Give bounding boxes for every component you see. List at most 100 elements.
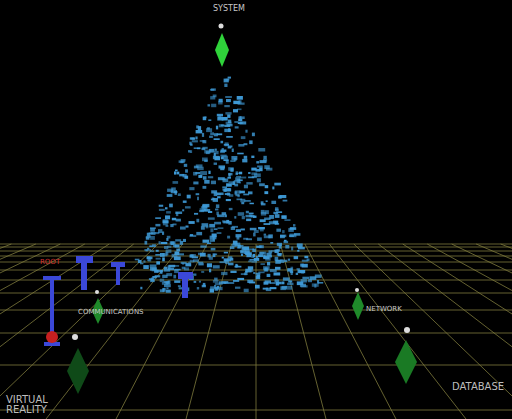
- data-point: [147, 257, 153, 260]
- data-point: [211, 88, 216, 90]
- pin-stem: [116, 267, 120, 285]
- data-point: [246, 219, 251, 222]
- red-ball: [46, 331, 58, 343]
- data-point: [264, 268, 269, 271]
- pin-head: [43, 276, 61, 280]
- data-point: [180, 227, 186, 230]
- grid-line: [46, 244, 183, 419]
- data-point: [202, 204, 209, 207]
- data-point: [228, 128, 230, 132]
- data-point: [190, 254, 196, 257]
- data-point: [266, 288, 271, 291]
- data-point: [209, 269, 211, 273]
- data-point: [225, 96, 232, 98]
- data-point: [251, 254, 254, 258]
- data-point: [282, 230, 285, 233]
- data-point: [232, 149, 234, 153]
- data-point: [288, 259, 290, 261]
- data-point: [238, 144, 244, 147]
- data-point: [229, 181, 235, 183]
- data-point: [173, 224, 177, 226]
- data-point: [264, 191, 268, 194]
- data-point: [241, 229, 245, 231]
- data-point: [222, 179, 227, 181]
- data-point: [294, 233, 300, 236]
- data-point: [209, 224, 215, 228]
- data-point: [275, 207, 278, 210]
- data-point: [284, 241, 289, 243]
- data-point: [216, 126, 218, 130]
- data-point: [277, 253, 283, 255]
- pin-stem: [81, 263, 87, 290]
- data-point: [234, 158, 237, 161]
- data-point: [206, 151, 210, 154]
- data-point: [203, 117, 207, 121]
- data-point: [276, 260, 283, 262]
- data-point: [185, 206, 191, 208]
- data-point: [238, 116, 244, 119]
- data-point: [288, 228, 294, 232]
- data-point: [230, 271, 236, 273]
- data-point: [257, 237, 262, 241]
- scene-label: SYSTEM: [213, 5, 245, 13]
- data-point: [196, 232, 202, 235]
- data-point: [203, 186, 207, 189]
- data-point: [224, 79, 229, 83]
- data-point: [208, 217, 215, 219]
- data-point: [184, 164, 187, 167]
- data-point: [219, 165, 226, 168]
- data-point: [184, 176, 188, 179]
- data-point: [234, 184, 238, 187]
- data-point: [234, 180, 240, 183]
- data-point: [214, 278, 218, 281]
- data-point: [226, 160, 229, 164]
- data-point: [223, 179, 229, 183]
- data-point: [261, 263, 265, 265]
- data-point: [202, 223, 209, 227]
- marker-dot: [95, 290, 99, 294]
- data-point: [232, 226, 238, 228]
- data-point: [249, 213, 254, 215]
- data-point: [270, 242, 273, 244]
- data-point: [204, 180, 209, 184]
- grid-line: [501, 244, 512, 419]
- data-point: [238, 119, 242, 121]
- data-point: [214, 151, 219, 154]
- data-point: [301, 279, 307, 282]
- data-point: [252, 133, 255, 137]
- data-point: [228, 282, 234, 284]
- data-point: [194, 147, 201, 149]
- data-point: [234, 121, 238, 123]
- data-point: [150, 279, 155, 282]
- data-point: [194, 213, 198, 215]
- data-point: [222, 281, 228, 284]
- data-point: [251, 156, 254, 158]
- data-point: [201, 226, 205, 230]
- data-point: [217, 114, 223, 117]
- data-point: [274, 183, 281, 186]
- data-point: [206, 128, 212, 132]
- data-point: [239, 245, 243, 247]
- pin-group: [43, 256, 193, 346]
- data-point: [162, 257, 165, 261]
- data-point: [258, 254, 263, 257]
- data-point: [150, 228, 155, 232]
- data-point: [278, 196, 282, 199]
- data-point: [200, 245, 206, 247]
- data-point: [275, 223, 279, 225]
- data-point: [178, 193, 181, 196]
- data-point: [227, 236, 230, 239]
- data-point: [224, 125, 230, 127]
- data-point: [267, 253, 272, 256]
- data-point: [189, 142, 191, 145]
- grid-line: [329, 244, 466, 419]
- data-point: [146, 237, 150, 240]
- data-point: [165, 215, 170, 219]
- data-point: [208, 171, 210, 174]
- data-point: [208, 254, 211, 258]
- data-point: [237, 195, 239, 198]
- pin-head: [111, 262, 125, 267]
- green-diamond: [395, 340, 417, 384]
- data-point: [228, 120, 232, 123]
